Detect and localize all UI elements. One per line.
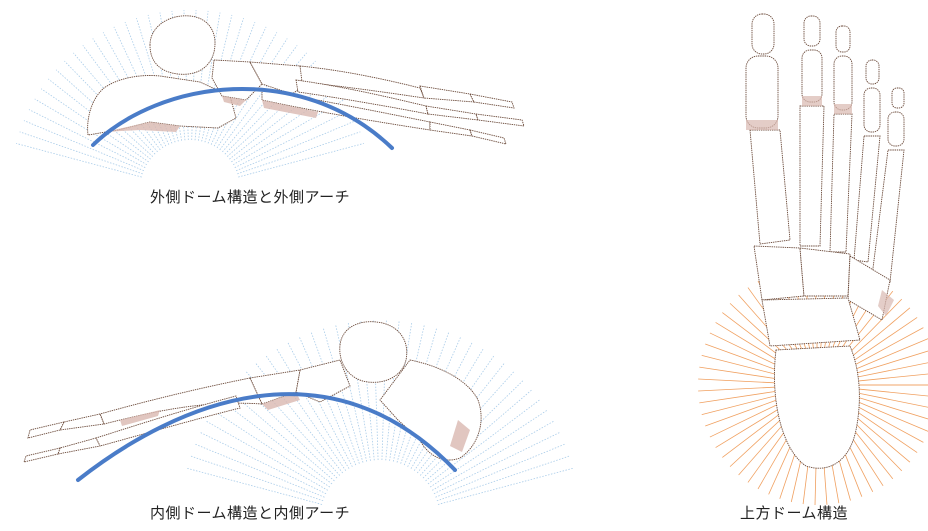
upper-dome-line bbox=[716, 404, 788, 448]
medial-dome-line bbox=[187, 468, 322, 504]
upper-dome-line bbox=[705, 344, 784, 373]
upper-dome-line bbox=[698, 387, 782, 391]
lateral-foot-figure bbox=[16, 10, 524, 177]
upper-dome-line bbox=[702, 394, 783, 415]
upper-dome-line bbox=[698, 379, 782, 383]
top-foot-figure bbox=[698, 14, 928, 505]
lateral-caption: 外側ドーム構造と外側アーチ bbox=[150, 186, 350, 207]
upper-dome-line bbox=[699, 390, 782, 403]
upper-dome-line bbox=[702, 355, 783, 376]
lateral-dome-line bbox=[16, 143, 142, 177]
medial-dome-line bbox=[438, 468, 573, 504]
upper-dome-line bbox=[710, 401, 786, 437]
medial-foot-figure bbox=[24, 320, 573, 504]
medial-foot-bones bbox=[24, 322, 481, 462]
upper-dome-line bbox=[699, 367, 782, 380]
upper-dome-line bbox=[854, 389, 928, 397]
medial-dome-line bbox=[200, 432, 326, 493]
lateral-dome-line bbox=[238, 143, 364, 177]
upper-dome-line bbox=[854, 373, 928, 381]
lateral-dome-line bbox=[235, 110, 351, 168]
medial-caption: 内側ドーム構造と内側アーチ bbox=[150, 502, 350, 523]
top-foot-bones bbox=[746, 14, 904, 468]
upper-dome-line bbox=[850, 402, 924, 442]
medial-dome-line bbox=[191, 456, 324, 501]
upper-dome-line bbox=[705, 397, 784, 426]
medial-dome-line bbox=[437, 456, 570, 501]
upper-caption: 上方ドーム構造 bbox=[740, 502, 848, 523]
upper-dome-line bbox=[850, 328, 924, 368]
